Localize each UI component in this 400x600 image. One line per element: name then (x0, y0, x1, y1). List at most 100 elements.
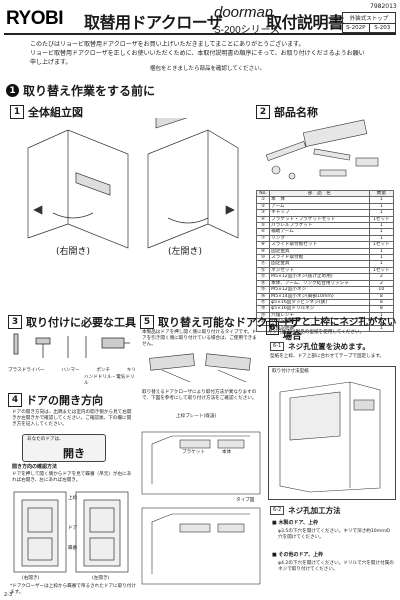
direction-title: ドアの開き方向 (26, 394, 103, 407)
replaceable-label-3: 本体 (222, 450, 232, 455)
type-label: 外装式ストップ (343, 13, 395, 24)
noscrew-text: ネジ孔加工は現品の型紙を使用してください。 (268, 330, 365, 335)
noscrew-number: 6 (266, 321, 279, 335)
part-qty: 1セット (368, 266, 395, 275)
metal-title-text: その他のドア、上枠 (278, 552, 323, 558)
step-2-heading: 6-2 ネジ孔加工方法 (270, 506, 341, 515)
tools-labels: プラスドライバー ハンマー ポンチ キリ (8, 368, 136, 374)
part-qty: 1 (368, 202, 395, 211)
replaceable-diagrams (141, 431, 261, 585)
part-no: ⑫ (255, 266, 271, 275)
intro-text: このたびはリョービ取替用ドアクローザをお買い上げいただきましてまことにありがとう… (30, 40, 370, 67)
model-box: 外装式ストップ S-202P S-203 (342, 12, 396, 33)
replaceable-number: 5 (140, 315, 154, 329)
overview-title: 全体組立図 (28, 106, 83, 119)
part-qty: 2 (368, 273, 395, 281)
step-1-heading: 6-1 ネジ孔位置を決めます。 (270, 342, 370, 351)
screwdriver-icon (13, 333, 19, 355)
overview-number: 1 (10, 105, 24, 119)
page-number: 2-3 (4, 592, 13, 598)
wood-title-text: 木製のドア、上枠 (278, 520, 318, 526)
confirm-text: 梱包をときましたら部品を確認してください。 (150, 66, 266, 72)
template-illustration (279, 381, 381, 493)
part-no: ⑧ (255, 241, 271, 249)
tools-number: 3 (8, 315, 22, 329)
intro-line-2: リョービ取替用ドアクローザを正しくお使いいただくために、本取付説明書の順序にそっ… (30, 50, 365, 66)
wood-text: φ3.5の下穴を開けてください。キリで深さ約10mmの穴を開けてください。 (278, 529, 391, 540)
tools-illustration (13, 333, 130, 358)
direction-text: ドアの開き方向は、出隅または室内の開き側から見て右開きか左開きかで確認してくださ… (12, 410, 132, 427)
brand-name: doorman (214, 4, 274, 21)
part-no: ⑯ (255, 292, 271, 300)
part-no: ④ (255, 215, 271, 224)
part-no (255, 324, 271, 332)
replaceable-heading: 5 取り替え可能なドアクローザ (140, 314, 300, 330)
model-2: S-203 (374, 25, 391, 31)
parts-title: 部品名称 (274, 106, 318, 119)
replaceable-label-2: ブラケット (182, 450, 205, 455)
part-qty: 1 (368, 254, 395, 262)
direction-footnote: *ドアクローザーは上枠から蝶番で吊るされたドアに取り付けます。 (10, 584, 137, 595)
noscrew-heading: 6 ドアと上枠にネジ孔がない場合 (266, 314, 400, 342)
doc-number: 7982013 (370, 3, 397, 10)
metal-title: ■ その他のドア、上枠 (272, 552, 323, 558)
parts-illustration (265, 119, 379, 180)
door-direction-illustration (13, 491, 129, 573)
part-no: ⑮ (255, 286, 271, 294)
closer-illustration (149, 353, 251, 383)
direction-left: (左開き) (92, 576, 110, 581)
part-no: ② (255, 202, 271, 211)
template-title: 取り付け寸法型紙 (272, 369, 309, 374)
part-no: ⑦ (255, 234, 271, 243)
section-1-title: 取り替え作業をする前に (23, 84, 156, 98)
label-hinge: 蝶番 (68, 546, 78, 551)
tool-1: プラスドライバー (8, 368, 45, 373)
product-name: 取替用ドアクローザ (84, 13, 223, 32)
template-diagram: 取り付け寸法型紙 (268, 366, 396, 500)
parts-col-qty: 数量 (368, 189, 395, 198)
part-qty: 1 (368, 209, 395, 217)
noscrew-title: ドアと上枠にネジ孔がない場合 (282, 317, 397, 342)
overview-heading: 1 全体組立図 (10, 104, 83, 120)
section-1-number: 1 (6, 84, 19, 97)
method-text: ドアを押して開く側からドアを見て蝶番（吊元）が右にあれば右開き、左にあれば左開き… (12, 472, 132, 483)
part-qty: 1 (368, 228, 395, 236)
part-no: ⑥ (255, 228, 271, 236)
part-qty: 8 (368, 305, 395, 313)
part-qty: 1 (368, 196, 395, 204)
part-qty: 1セット (368, 215, 395, 224)
part-no: ⑲ (255, 311, 271, 320)
door-value: 開き (63, 447, 85, 460)
label-upper-frame: 上枠 (68, 496, 78, 501)
replaceable-title: 取り替え可能なドアクローザ (158, 316, 301, 329)
step-1-title: ネジ孔位置を決めます。 (288, 342, 370, 351)
drill-icon (101, 337, 125, 349)
part-no: ③ (255, 209, 271, 217)
step-2-title: ネジ孔加工方法 (288, 506, 341, 515)
hammer-icon (35, 337, 51, 345)
part-qty: 1 (368, 247, 395, 256)
part-qty: 1 (368, 311, 395, 320)
tool-3: ポンチ (96, 368, 111, 373)
tools-title: 取り付けに必要な工具 (26, 316, 136, 329)
header-rule (4, 33, 396, 35)
replaceable-label-1: 上枠プレート(既設) (176, 414, 217, 419)
tool-5: ハンドドリル・電気ドリル (84, 375, 135, 386)
part-qty: 1 (368, 221, 395, 230)
part-no: ⑭ (255, 279, 271, 288)
